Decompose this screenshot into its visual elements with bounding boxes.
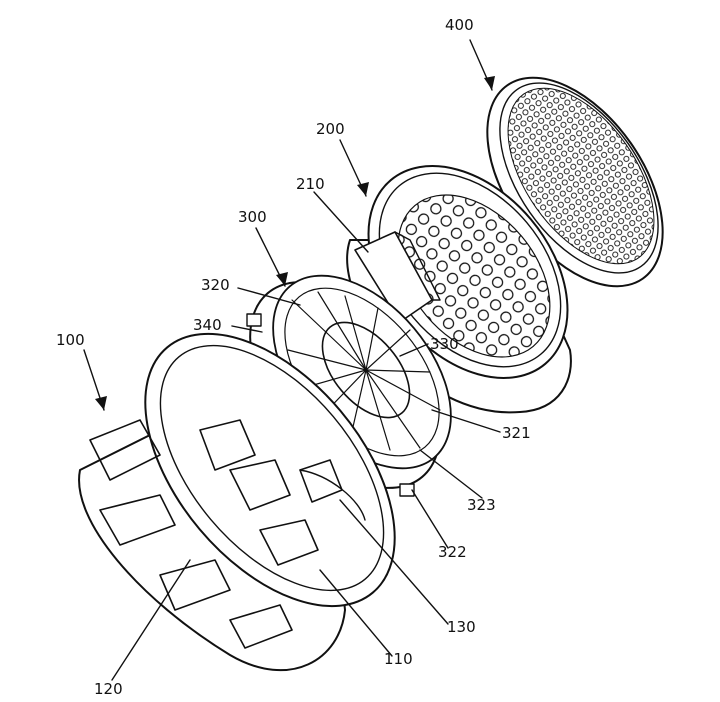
label-200: 200 [316, 120, 345, 138]
label-100: 100 [56, 331, 85, 349]
part-100-housing [78, 332, 396, 672]
label-120: 120 [94, 680, 123, 698]
label-323: 323 [467, 496, 496, 514]
label-340: 340 [193, 316, 222, 334]
label-130: 130 [447, 618, 476, 636]
label-210: 210 [296, 175, 325, 193]
label-322: 322 [438, 543, 467, 561]
label-330: 330 [430, 335, 459, 353]
label-400: 400 [445, 16, 474, 34]
label-321: 321 [502, 424, 531, 442]
part-200-perforated-cup [346, 165, 572, 414]
label-300: 300 [238, 208, 267, 226]
label-320: 320 [201, 276, 230, 294]
leader-lines [83, 39, 501, 681]
label-110: 110 [384, 650, 413, 668]
reference-labels: 400 200 210 300 320 340 330 100 321 323 … [56, 16, 531, 698]
